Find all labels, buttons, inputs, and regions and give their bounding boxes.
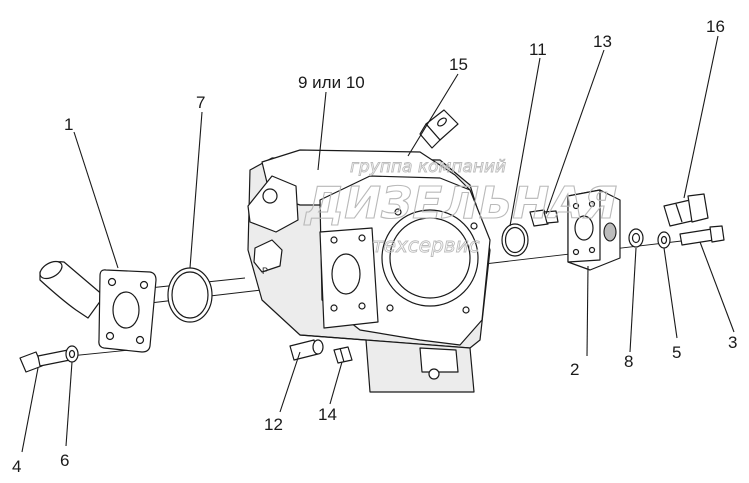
fitting-15 bbox=[419, 109, 459, 149]
leader-lines bbox=[21, 35, 735, 453]
label-11: 11 bbox=[529, 40, 547, 59]
watermark-line-3: техсервис bbox=[372, 233, 480, 257]
label-8: 8 bbox=[624, 352, 633, 371]
label-13: 13 bbox=[593, 32, 612, 51]
watermark-line-2: ДИЗЕЛЬНАЯ bbox=[303, 178, 617, 229]
washer-6 bbox=[65, 345, 79, 363]
fitting-13 bbox=[529, 209, 559, 227]
label-6: 6 bbox=[60, 451, 69, 470]
label-4: 4 bbox=[12, 457, 21, 476]
watermark-line-1: группа компаний bbox=[350, 157, 506, 177]
label-7: 7 bbox=[196, 93, 205, 112]
pump-housing: P bbox=[247, 149, 491, 393]
label-14: 14 bbox=[318, 405, 337, 424]
label-15: 15 bbox=[449, 55, 468, 74]
bolt-3 bbox=[679, 225, 725, 246]
label-2: 2 bbox=[570, 360, 579, 379]
label-5: 5 bbox=[672, 343, 681, 362]
label-1: 1 bbox=[64, 115, 73, 134]
bolt-4 bbox=[19, 349, 71, 373]
callout-labels: 1 7 9 или 10 15 11 13 16 2 8 5 3 12 14 4… bbox=[12, 17, 737, 476]
label-16: 16 bbox=[706, 17, 725, 36]
washer-8 bbox=[628, 228, 644, 248]
inlet-elbow-pipe bbox=[39, 260, 157, 353]
label-9-or-10: 9 или 10 bbox=[298, 73, 365, 92]
housing-marking: P bbox=[262, 266, 268, 276]
o-ring-11 bbox=[501, 223, 529, 257]
washer-5 bbox=[657, 231, 671, 249]
o-ring-7 bbox=[167, 267, 213, 323]
fitting-12 bbox=[289, 339, 324, 361]
outlet-flange-2 bbox=[567, 189, 621, 271]
fitting-14 bbox=[333, 346, 353, 364]
label-12: 12 bbox=[264, 415, 283, 434]
label-3: 3 bbox=[728, 333, 737, 352]
fitting-16 bbox=[663, 193, 709, 227]
watermark: группа компаний ДИЗЕЛЬНАЯ техсервис bbox=[302, 157, 617, 258]
